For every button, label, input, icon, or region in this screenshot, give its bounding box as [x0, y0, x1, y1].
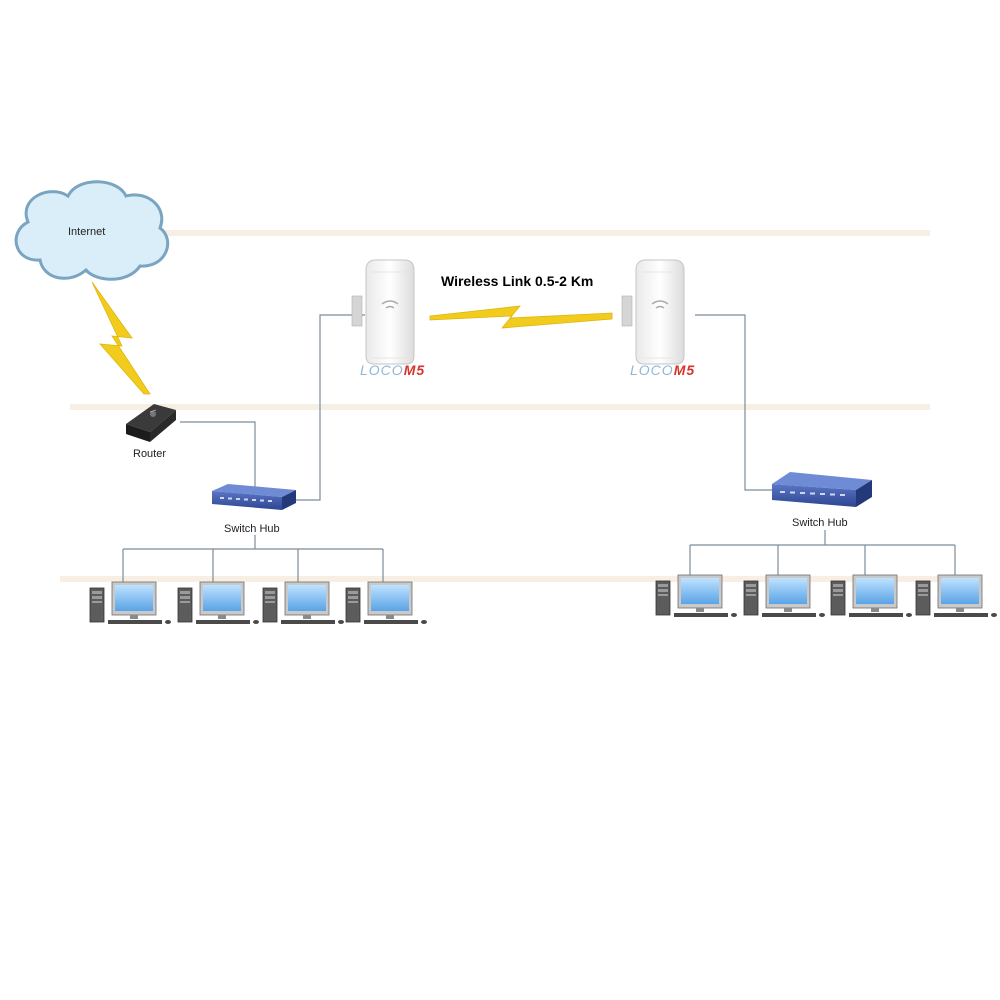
- internet-cloud-icon: [14, 180, 170, 281]
- wireless-link-title: Wireless Link 0.5-2 Km: [441, 273, 594, 289]
- switch-hub-right-label: Switch Hub: [792, 517, 848, 529]
- computer-icon: [89, 581, 172, 625]
- background-band-top: [90, 230, 930, 236]
- router-icon: [126, 404, 176, 442]
- brand-m5-text: M5: [403, 362, 426, 378]
- ap-to-switch-right-wire: [695, 314, 772, 491]
- computer-icon: [345, 581, 428, 625]
- access-point-right-icon: [621, 259, 685, 365]
- router-label: Router: [133, 448, 167, 460]
- switch-hub-right-icon: [772, 472, 872, 507]
- access-point-left-icon: [351, 259, 415, 365]
- internet-link-lightning-icon: [91, 281, 151, 395]
- brand-loco-text: LOCO: [630, 362, 674, 378]
- computer-icon: [262, 581, 345, 625]
- switch-to-ap-wire: [296, 314, 365, 501]
- brand-loco-text: LOCO: [360, 362, 404, 378]
- internet-label: Internet: [68, 226, 106, 238]
- access-point-right-brand: LOCOM5: [630, 362, 695, 378]
- computer-icon: [915, 574, 998, 618]
- switch-hub-left-icon: [212, 484, 296, 510]
- router-to-switch-wire: [180, 421, 256, 488]
- background-band-bottom: [60, 576, 960, 582]
- switch-hub-left-label: Switch Hub: [224, 523, 280, 535]
- computer-icon: [177, 581, 260, 625]
- background-band-middle: [70, 404, 930, 410]
- wires: [122, 314, 956, 582]
- brand-m5-text: M5: [673, 362, 696, 378]
- wireless-link-lightning-icon: [429, 305, 613, 329]
- access-point-left-brand: LOCOM5: [360, 362, 425, 378]
